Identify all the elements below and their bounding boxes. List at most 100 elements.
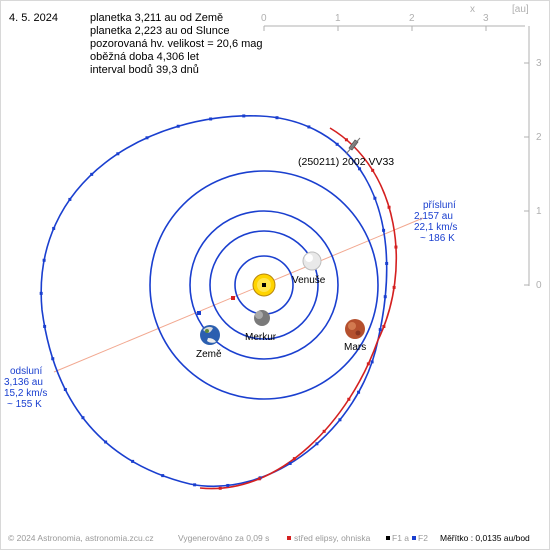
orbit-point-marker bbox=[68, 197, 72, 201]
orbit-point-marker bbox=[39, 291, 43, 295]
orbit-point-marker bbox=[63, 387, 67, 391]
legend-f1-marker bbox=[386, 536, 390, 540]
asteroid-orbit-far-part bbox=[40, 115, 388, 487]
orbit-point-marker bbox=[288, 461, 292, 465]
footer-f1: F1 a bbox=[392, 533, 410, 543]
orbit-point-marker bbox=[104, 440, 108, 444]
asteroid-name-label: (250211) 2002 VV33 bbox=[298, 156, 395, 168]
perihelion-temperature: ~ 186 K bbox=[420, 233, 455, 244]
orbit-point-marker bbox=[385, 261, 389, 265]
orbit-point-marker bbox=[131, 459, 135, 463]
perihelion-distance: 2,157 au bbox=[414, 211, 453, 222]
orbit-point-marker bbox=[382, 228, 386, 232]
asteroid-icon bbox=[345, 137, 361, 155]
mercury-label: Merkur bbox=[245, 332, 277, 343]
orbit-point-marker bbox=[51, 357, 55, 361]
orbit-point-marker bbox=[275, 116, 279, 120]
x-tick-label: 0 bbox=[261, 13, 267, 24]
orbit-point-marker bbox=[116, 152, 120, 156]
info-point-interval: interval bodů 39,3 dnů bbox=[90, 64, 199, 76]
orbit-point-marker bbox=[383, 295, 387, 299]
orbit-point-marker bbox=[357, 390, 361, 394]
mars-orbit bbox=[149, 170, 379, 400]
orbit-point-marker bbox=[292, 457, 296, 461]
venus-label: Venuše bbox=[292, 275, 326, 286]
asteroid-orbit bbox=[40, 115, 398, 490]
orbit-point-marker bbox=[43, 324, 47, 328]
footer-generated: Vygenerováno za 0,09 s bbox=[178, 533, 270, 543]
orbit-point-marker bbox=[373, 196, 377, 200]
orbit-point-marker bbox=[242, 114, 246, 118]
orbit-point-marker bbox=[382, 324, 386, 328]
aphelion-distance: 3,136 au bbox=[4, 377, 43, 388]
perihelion-title: přísluní bbox=[423, 200, 456, 211]
x-tick-label: 2 bbox=[409, 13, 415, 24]
asteroid-orbit-near-part bbox=[199, 127, 398, 490]
info-distance-sun: planetka 2,223 au od Slunce bbox=[90, 25, 230, 37]
orbit-point-marker bbox=[218, 486, 222, 490]
y-tick-label: 1 bbox=[536, 206, 542, 217]
legend-f2-marker bbox=[412, 536, 416, 540]
date-label: 4. 5. 2024 bbox=[9, 12, 58, 24]
footer-ellipse-center: střed elipsy, ohniska bbox=[294, 533, 371, 543]
earth-label: Země bbox=[196, 349, 222, 360]
ellipse-center-marker bbox=[231, 296, 235, 300]
orbit-point-marker bbox=[344, 138, 348, 142]
orbit-point-marker bbox=[347, 397, 351, 401]
y-tick-label: 2 bbox=[536, 132, 542, 143]
mars-icon bbox=[345, 319, 365, 339]
x-tick-label: 1 bbox=[335, 13, 341, 24]
orbit-point-marker bbox=[307, 125, 311, 129]
orbit-point-marker bbox=[81, 416, 85, 420]
orbit-point-marker bbox=[52, 226, 56, 230]
y-tick-label: 3 bbox=[536, 58, 542, 69]
orbit-point-marker bbox=[226, 483, 230, 487]
x-axis-label: x bbox=[470, 4, 475, 15]
venus-orbit bbox=[209, 230, 319, 340]
mars-label: Mars bbox=[344, 342, 367, 353]
perihelion-velocity: 22,1 km/s bbox=[414, 222, 458, 233]
footer-credit: © 2024 Astronomia, astronomia.zcu.cz bbox=[8, 533, 154, 543]
info-magnitude: pozorovaná hv. velikost = 20,6 mag bbox=[90, 38, 263, 50]
sun-icon bbox=[252, 273, 276, 297]
mercury-icon bbox=[254, 310, 270, 326]
info-orbital-period: oběžná doba 4,306 let bbox=[90, 51, 199, 63]
orbit-point-marker bbox=[387, 205, 391, 209]
focus-f2-marker bbox=[197, 311, 201, 315]
orbit-point-marker bbox=[145, 136, 149, 140]
orbit-point-marker bbox=[370, 360, 374, 364]
aphelion-velocity: 15,2 km/s bbox=[4, 388, 48, 399]
orbit-point-marker bbox=[358, 167, 362, 171]
venus-icon bbox=[302, 251, 322, 271]
orbit-point-marker bbox=[209, 117, 213, 121]
y-tick-label: 0 bbox=[536, 280, 542, 291]
orbit-point-marker bbox=[90, 172, 94, 176]
orbit-point-marker bbox=[378, 328, 382, 332]
x-tick-label: 3 bbox=[483, 13, 489, 24]
aphelion-temperature: ~ 155 K bbox=[7, 399, 42, 410]
orbit-point-marker bbox=[371, 168, 375, 172]
orbit-point-marker bbox=[322, 429, 326, 433]
axis-unit-label: [au] bbox=[512, 4, 529, 15]
orbit-point-marker bbox=[176, 124, 180, 128]
orbit-point-marker bbox=[392, 285, 396, 289]
earth-orbit bbox=[189, 210, 339, 360]
aphelion-title: odsluní bbox=[10, 366, 43, 377]
orbit-point-marker bbox=[193, 483, 197, 487]
orbit-point-marker bbox=[42, 258, 46, 262]
footer-f2: F2 bbox=[418, 533, 428, 543]
orbit-point-marker bbox=[394, 245, 398, 249]
orbit-point-marker bbox=[366, 362, 370, 366]
earth-icon bbox=[200, 325, 220, 345]
orbit-point-marker bbox=[161, 474, 165, 478]
legend-center-marker bbox=[287, 536, 291, 540]
axes bbox=[263, 25, 530, 286]
orbit-point-markers bbox=[39, 114, 398, 490]
info-distance-earth: planetka 3,211 au od Země bbox=[90, 12, 224, 24]
orbit-point-marker bbox=[315, 442, 319, 446]
orbit-point-marker bbox=[335, 142, 339, 146]
orbit-point-marker bbox=[338, 418, 342, 422]
